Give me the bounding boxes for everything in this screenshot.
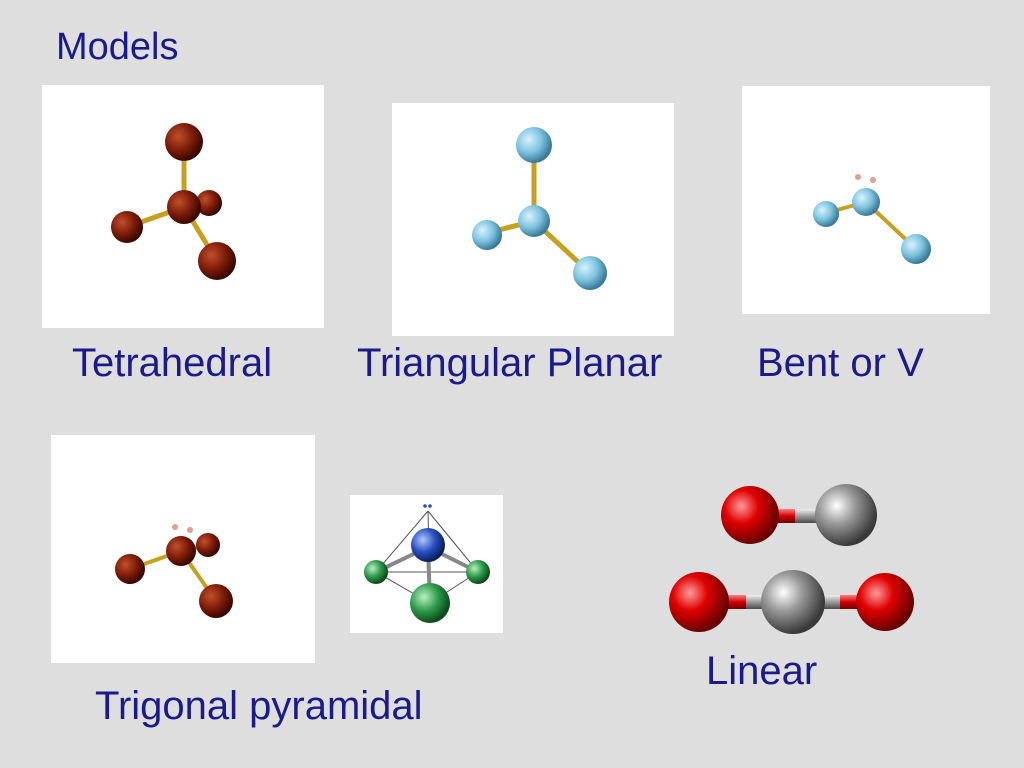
bent-model-image (742, 86, 990, 314)
caption-bent: Bent or V (757, 341, 924, 385)
linear-triatomic-model (662, 562, 924, 642)
caption-linear: Linear (706, 649, 818, 693)
trigonal-pyramidal-model-image (51, 435, 315, 663)
linear-diatomic-model (715, 478, 885, 554)
slide-title: Models (56, 26, 179, 68)
caption-triangular-planar: Triangular Planar (357, 341, 663, 385)
caption-tetrahedral: Tetrahedral (72, 341, 273, 385)
tetrahedral-model-image (42, 85, 324, 328)
trigonal-pyramidal-geometry-image (350, 495, 503, 633)
triangular-planar-model-image (392, 103, 674, 336)
caption-trigonal-pyramidal: Trigonal pyramidal (95, 684, 423, 728)
